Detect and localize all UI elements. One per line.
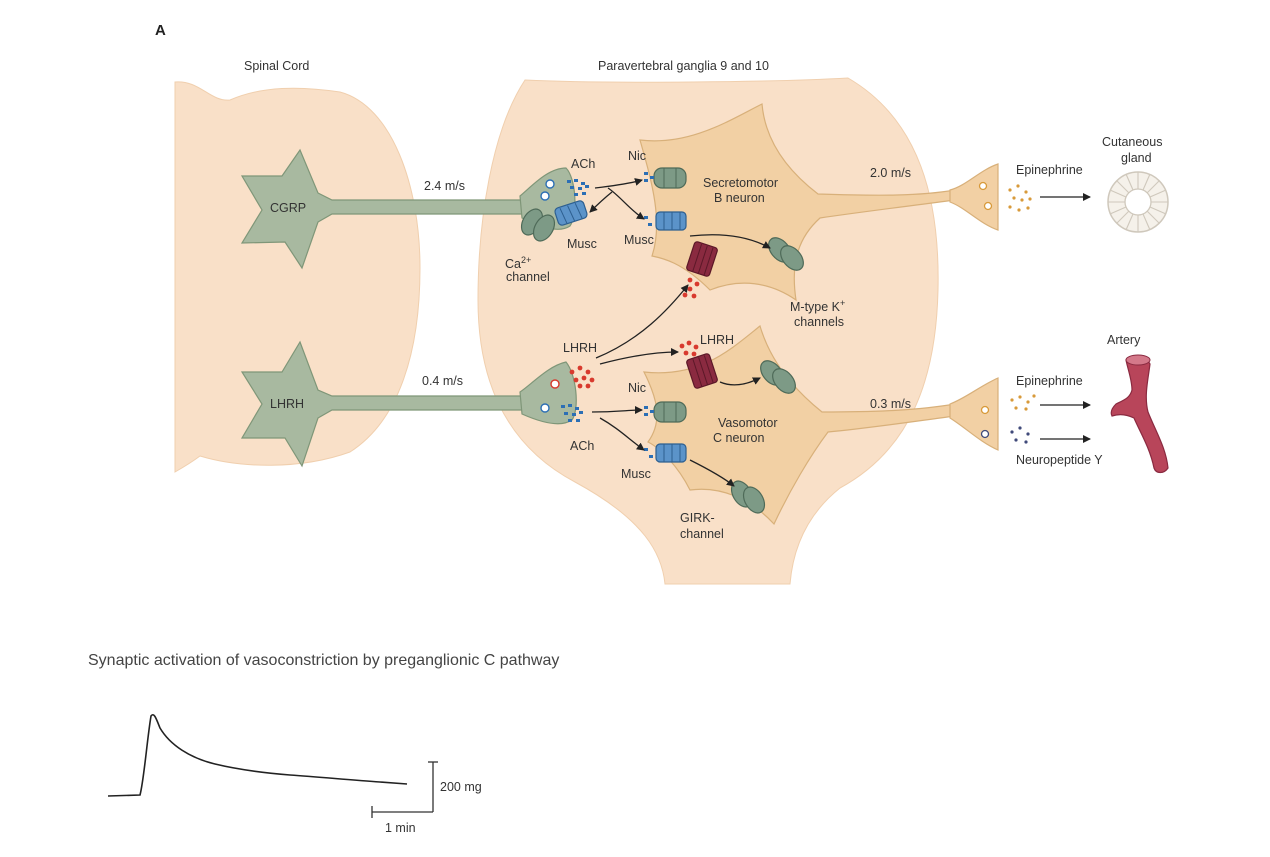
- ca-channel-label: Ca2+: [505, 255, 531, 271]
- velocity-bottom-pre: 0.4 m/s: [422, 374, 463, 388]
- nic-receptor-bottom: [653, 401, 687, 423]
- velocity-top-post: 2.0 m/s: [870, 166, 911, 180]
- lhrh-neuron-label: LHRH: [270, 397, 304, 411]
- trace-title: Synaptic activation of vasoconstriction …: [88, 652, 559, 669]
- lhrh-vesicle: [550, 379, 560, 389]
- m-type-label-2: channels: [794, 315, 844, 329]
- epinephrine-dots-top: [1008, 184, 1032, 212]
- ganglia-label: Paravertebral ganglia 9 and 10: [598, 59, 769, 73]
- m-type-channel-top: [768, 237, 804, 271]
- tension-trace: [107, 713, 408, 797]
- epinephrine-label-bottom: Epinephrine: [1016, 374, 1083, 388]
- npy-dots: [1010, 426, 1030, 444]
- secretomotor-neuron: [639, 103, 956, 302]
- m-type-label: M-type K+: [790, 298, 845, 314]
- ach-label-bottom: ACh: [570, 439, 594, 453]
- vasomotor-label-2: C neuron: [713, 431, 764, 445]
- ach-release-bottom: [561, 404, 583, 422]
- nic-label-bottom: Nic: [628, 381, 646, 395]
- artery-label: Artery: [1107, 333, 1141, 347]
- musc-receptor-postsynaptic-bottom: [655, 443, 687, 463]
- musc-receptor-presynaptic: [554, 200, 588, 226]
- scale-y-label: 200 mg: [440, 780, 482, 794]
- girk-label-2: channel: [680, 527, 724, 541]
- ach-bound-bottom: [644, 406, 654, 458]
- cutaneous-label-2: gland: [1121, 151, 1152, 165]
- panel-letter: A: [155, 22, 166, 39]
- scale-bar-y: [428, 761, 438, 812]
- girk-label-1: GIRK-: [680, 511, 715, 525]
- vasomotor-terminal: [949, 377, 999, 451]
- cutaneous-gland: [1107, 171, 1169, 233]
- ach-bound-top: [644, 172, 654, 182]
- epinephrine-dots-bottom: [1010, 394, 1036, 411]
- spinal-cord-label: Spinal Cord: [244, 59, 309, 73]
- secretomotor-label-2: B neuron: [714, 191, 765, 205]
- ach-release-top: [567, 179, 589, 196]
- m-type-channel-bottom: [760, 360, 796, 394]
- scale-bar-x: [371, 806, 433, 818]
- nic-label-top: Nic: [628, 149, 646, 163]
- lhrh-release: [569, 365, 595, 389]
- lhrh-receptor-bottom: [686, 353, 718, 389]
- ach-vesicles-top: [540, 179, 555, 201]
- cgrp-neuron: [240, 148, 526, 270]
- signal-arrows: [589, 178, 1091, 487]
- vasomotor-label-1: Vasomotor: [718, 416, 778, 430]
- lhrh-terminal: [519, 361, 577, 425]
- secretomotor-terminal: [949, 163, 999, 231]
- lhrh-bound-bottom: [679, 340, 699, 357]
- ach-label-top: ACh: [571, 157, 595, 171]
- velocity-top-pre: 2.4 m/s: [424, 179, 465, 193]
- scale-x-label: 1 min: [385, 821, 416, 835]
- artery-icon: [1110, 354, 1169, 474]
- ach-vesicles-bottom: [540, 403, 550, 413]
- lhrh-label-right: LHRH: [700, 333, 734, 347]
- lhrh-neuron: [240, 340, 526, 468]
- neuropeptide-y-label: Neuropeptide Y: [1016, 453, 1103, 467]
- nic-receptor-top: [653, 167, 687, 189]
- musc-label-mid: Musc: [624, 233, 654, 247]
- ca-channel-label-2: channel: [506, 270, 550, 284]
- velocity-bottom-post: 0.3 m/s: [870, 397, 911, 411]
- spinal-cord-tissue: [174, 81, 421, 473]
- cgrp-label: CGRP: [270, 201, 306, 215]
- musc-label-left: Musc: [567, 237, 597, 251]
- lhrh-receptor-top: [686, 241, 718, 277]
- ca-channel: [520, 208, 556, 242]
- musc-receptor-postsynaptic-top: [655, 211, 687, 231]
- lhrh-bound-top: [682, 277, 700, 299]
- epinephrine-label-top: Epinephrine: [1016, 163, 1083, 177]
- ach-bound-mid: [644, 216, 652, 226]
- secretomotor-label-1: Secretomotor: [703, 176, 778, 190]
- cutaneous-label-1: Cutaneous: [1102, 135, 1162, 149]
- musc-label-bottom: Musc: [621, 467, 651, 481]
- lhrh-label-left: LHRH: [563, 341, 597, 355]
- vasomotor-neuron: [642, 324, 956, 526]
- girk-channel: [730, 480, 766, 514]
